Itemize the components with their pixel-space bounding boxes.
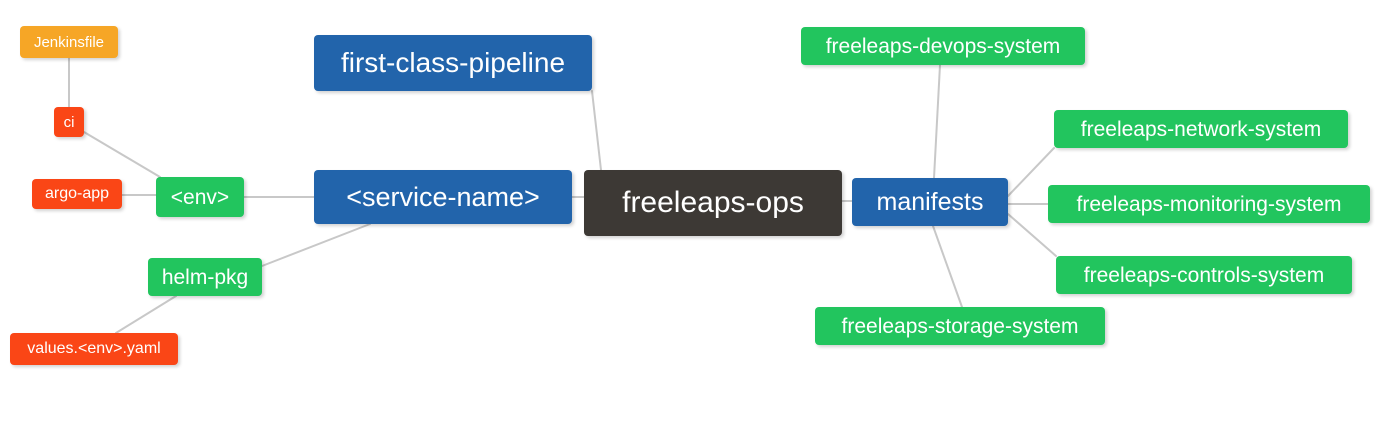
node-manifests[interactable]: manifests — [852, 178, 1008, 226]
node-label-freeleaps-ops: freeleaps-ops — [622, 186, 804, 219]
node-first-class-pipeline[interactable]: first-class-pipeline — [314, 35, 592, 91]
node-label-values-env-yaml: values.<env>.yaml — [27, 340, 161, 357]
node-label-freeleaps-monitoring-system: freeleaps-monitoring-system — [1076, 192, 1342, 216]
node-env[interactable]: <env> — [156, 177, 244, 217]
edge-env-ci — [83, 131, 161, 178]
node-label-freeleaps-controls-system: freeleaps-controls-system — [1083, 263, 1325, 287]
node-label-argo-app: argo-app — [44, 185, 110, 202]
node-argo-app[interactable]: argo-app — [32, 179, 122, 209]
node-values-env-yaml[interactable]: values.<env>.yaml — [10, 333, 178, 365]
node-freeleaps-monitoring-system[interactable]: freeleaps-monitoring-system — [1048, 185, 1370, 223]
node-label-freeleaps-devops-system: freeleaps-devops-system — [825, 34, 1061, 58]
edge-manifests-storage — [932, 225, 963, 308]
node-label-jenkinsfile: Jenkinsfile — [33, 33, 105, 51]
node-label-env: <env> — [170, 185, 230, 209]
node-label-freeleaps-storage-system: freeleaps-storage-system — [841, 314, 1079, 338]
node-label-ci: ci — [63, 113, 75, 131]
node-freeleaps-storage-system[interactable]: freeleaps-storage-system — [815, 307, 1105, 345]
node-label-helm-pkg: helm-pkg — [161, 265, 249, 289]
node-freeleaps-controls-system[interactable]: freeleaps-controls-system — [1056, 256, 1352, 294]
edge-root-first-class-pipeline — [591, 90, 602, 171]
edge-helm-pkg-values — [115, 295, 177, 334]
node-service-name[interactable]: <service-name> — [314, 170, 572, 224]
node-helm-pkg[interactable]: helm-pkg — [148, 258, 262, 296]
node-freeleaps-devops-system[interactable]: freeleaps-devops-system — [801, 27, 1085, 65]
edge-manifests-devops — [933, 64, 941, 179]
node-freeleaps-ops[interactable]: freeleaps-ops — [584, 170, 842, 236]
node-label-first-class-pipeline: first-class-pipeline — [340, 47, 566, 78]
node-ci[interactable]: ci — [54, 107, 84, 137]
node-jenkinsfile[interactable]: Jenkinsfile — [20, 26, 118, 58]
node-label-service-name: <service-name> — [346, 181, 540, 212]
node-freeleaps-network-system[interactable]: freeleaps-network-system — [1054, 110, 1348, 148]
node-label-manifests: manifests — [876, 187, 984, 216]
node-label-freeleaps-network-system: freeleaps-network-system — [1080, 117, 1322, 141]
edge-service-name-helm-pkg — [261, 223, 371, 267]
